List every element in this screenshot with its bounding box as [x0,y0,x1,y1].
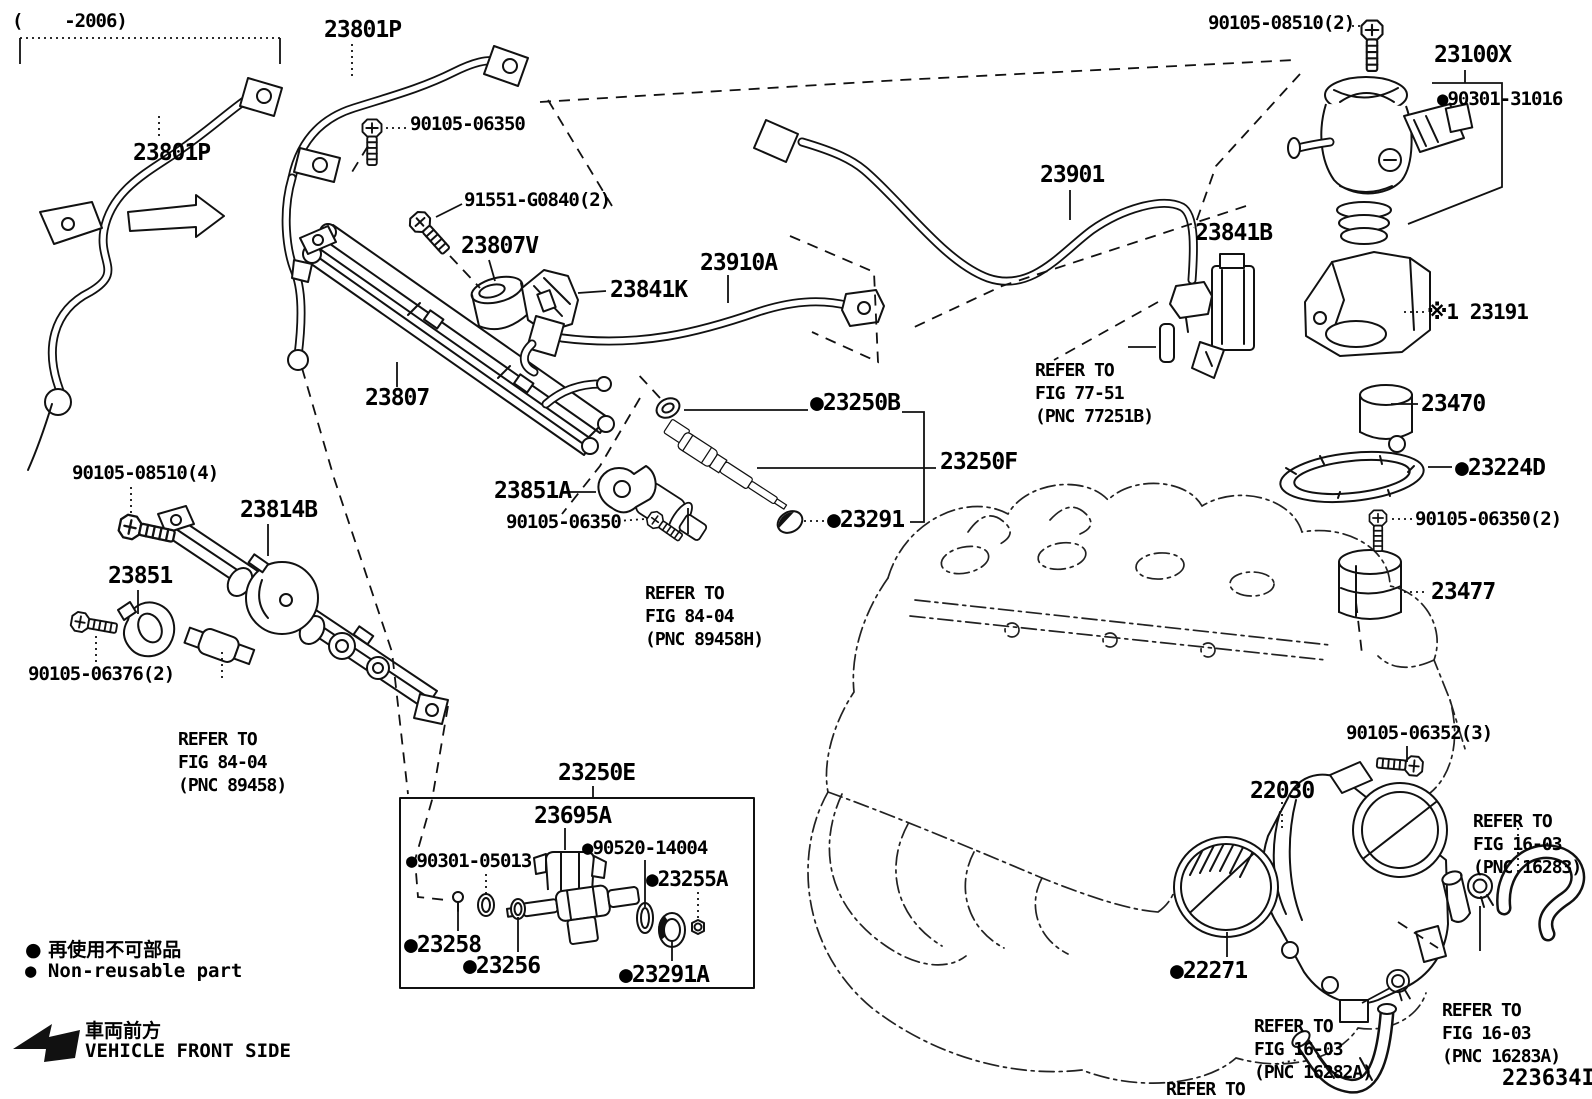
legend-non-reusable-en: ● Non-reusable part [25,960,243,982]
damper-23470-drawing [1359,384,1413,453]
pump-bracket-23191-drawing [1304,251,1431,357]
part-label-23477: 23477 [1431,579,1496,605]
part-label-90105-06350-2: 90105-06350(2) [1415,508,1562,530]
part-label-23695a: 23695A [534,803,612,829]
part-label-23851a: 23851A [494,478,572,504]
part-label-90105-06350-a: 90105-06350 [410,113,526,135]
hose-16282-drawing [1291,1003,1397,1094]
gasket-23224d-drawing [1279,450,1425,504]
part-label-23224d: ●23224D [1455,455,1546,481]
fuel-pump-drawing [1287,76,1474,245]
injector-o-ring-drawing [655,397,681,419]
hose-16283-drawing [1496,844,1586,942]
vehicle-front-label-en: VEHICLE FRONT SIDE [85,1040,291,1062]
kit-seal-23291a-drawing [658,912,686,948]
bolt-90105-06350-2-icon [1368,509,1388,553]
sensor-8404-left-drawing [183,626,256,666]
bolt-91551-g0840-icon [405,207,455,259]
part-23851-drawing [117,601,176,658]
bolt-90105-06376-icon [68,610,120,639]
part-label-23255a: ●23255A [646,867,729,891]
part-label-22271: ●22271 [1170,958,1248,984]
injector-grommet-drawing [776,510,804,534]
year-range-bracket [19,37,281,64]
part-label-23100x: 23100X [1434,42,1512,68]
direction-arrow [127,194,225,238]
connector-23841b-drawing [1191,253,1255,379]
kit-o-ring-90301-drawing [477,893,495,917]
bolt-90105-06352-icon [1375,752,1425,778]
part-label-90105-08510-4: 90105-08510(4) [72,462,219,484]
kit-pin-drawing [452,891,464,912]
kit-clip-23695a-drawing [533,851,607,893]
fuel-hose-23910a-drawing [519,289,885,377]
part-label-23814b: 23814B [240,497,318,523]
kit-o-ring-23256-drawing [510,898,526,920]
part-label-23191: ※1 23191 [1427,300,1529,324]
part-label-22030: 22030 [1250,778,1315,804]
injector-drawing [663,419,788,510]
kit-injector-drawing [505,884,640,945]
part-label-90105-06352: 90105-06352(3) [1346,722,1493,744]
kit-o-ring-90520-drawing [636,902,654,934]
throttle-body-drawing [1261,761,1471,1023]
legend-non-reusable-jp: ● 再使用不可部品 [25,939,182,961]
part-label-23807: 23807 [365,385,430,411]
engine-outline [807,482,1467,1084]
part-label-23291: ●23291 [827,507,905,533]
clamp-23851a-drawing [597,465,657,514]
part-label-90301-31016: ●90301-31016 [1437,88,1563,110]
drawing-number: 223634I [1502,1066,1592,1091]
part-label-90105-06376: 90105-06376(2) [28,663,175,685]
construction-lines [301,59,1439,949]
part-label-23841b: 23841B [1195,220,1273,246]
part-label-90520-14004: ●90520-14004 [582,837,708,859]
part-label-23901: 23901 [1040,162,1105,188]
vehicle-front-label-jp: 車両前方 [85,1020,162,1042]
injector-kit-box [399,797,755,989]
part-label-23258: ●23258 [404,932,482,958]
year-range-note: ( -2006) [12,10,128,32]
part-label-90105-06350-b: 90105-06350 [506,511,622,533]
part-label-23807v: 23807V [461,233,539,259]
part-label-23470: 23470 [1421,391,1486,417]
part-label-23801p-a: 23801P [324,17,402,43]
refer-7751-tube-drawing [1159,323,1175,363]
part-label-23250b: ●23250B [810,390,901,416]
part-label-23910a: 23910A [700,250,778,276]
new-fuel-tube-drawing [281,45,529,371]
pulsation-damper-drawing [470,275,529,330]
bolt-90105-06350-icon [361,118,383,167]
part-label-91551-g0840: 91551-G0840(2) [464,189,611,211]
part-label-23250e: 23250E [558,760,636,786]
part-label-90105-08510-2: 90105-08510(2) [1208,12,1355,34]
bolt-90105-08510-2-icon [1360,19,1384,72]
part-label-23250f: 23250F [940,449,1018,475]
fuel-pipe-23901-drawing [753,119,1213,333]
kit-nut-23255a-drawing [691,919,705,935]
part-label-23841k: 23841K [610,277,688,303]
part-label-90301-05013: ●90301-05013 [406,850,532,872]
old-fuel-tube-drawing [27,77,283,471]
spacer-23477-drawing [1338,549,1402,620]
vehicle-front-arrow [13,1024,80,1062]
delivery-pipe-23814b-drawing [157,505,449,725]
part-label-23256: ●23256 [463,953,541,979]
part-label-23801p-b: 23801P [133,140,211,166]
air-screen-drawing [1173,836,1279,938]
fuel-rail-drawing [291,223,615,456]
part-label-23291a: ●23291A [619,962,710,988]
leader-lines [95,25,1519,1065]
part-label-23851: 23851 [108,563,173,589]
